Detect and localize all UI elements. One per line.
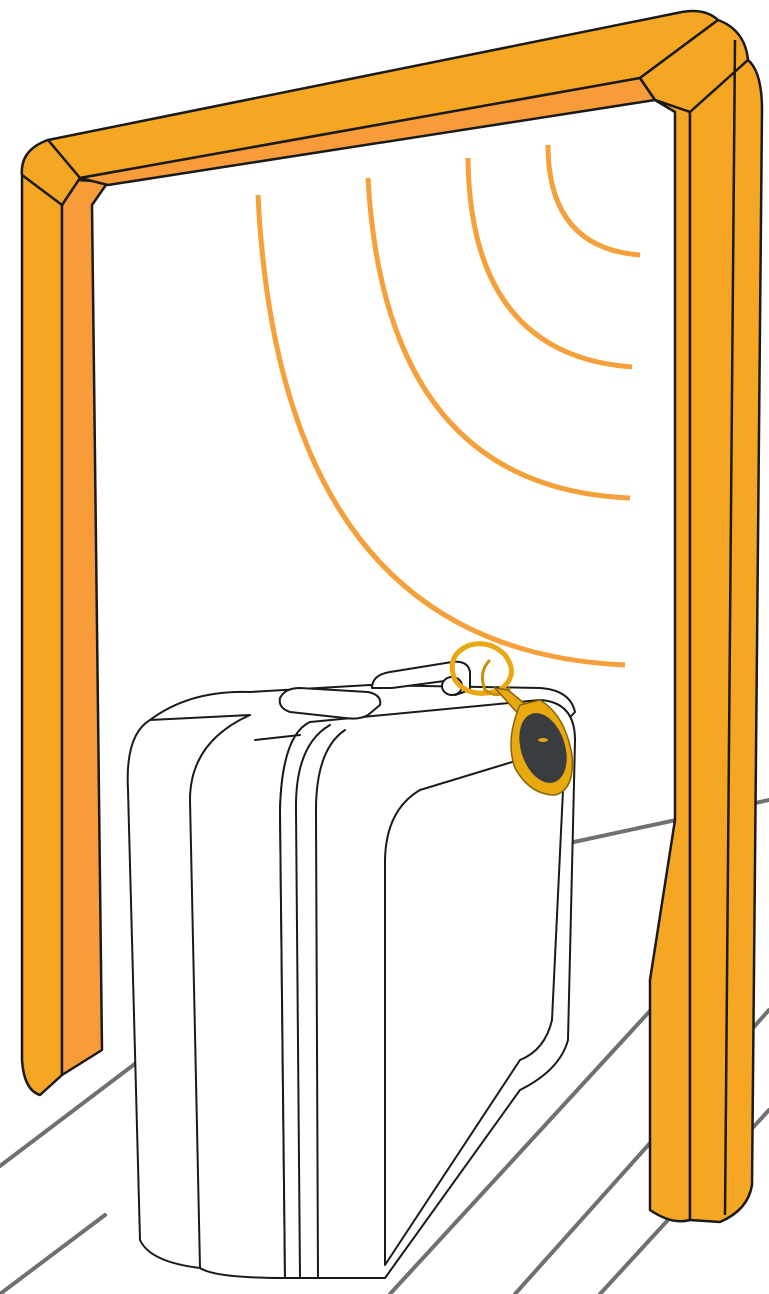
suitcase-icon (128, 662, 575, 1278)
tag-sensor-logo (538, 738, 548, 742)
gate-right-pillar-inner (650, 100, 690, 1221)
gate-left-pillar-inner (62, 180, 108, 1075)
signal-wave-3 (368, 178, 630, 498)
signal-waves-icon (258, 145, 640, 665)
signal-wave-4 (258, 195, 625, 665)
suitcase-front-panel (385, 752, 563, 1265)
floor-line-left-back (0, 1060, 140, 1166)
floor-line-left-front (0, 1215, 105, 1294)
signal-wave-1 (548, 145, 640, 255)
signal-wave-2 (468, 158, 632, 367)
gate-left-pillar (22, 140, 62, 1095)
